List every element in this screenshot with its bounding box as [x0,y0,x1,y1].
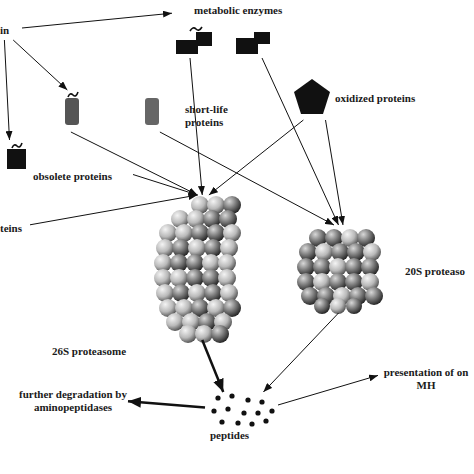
peptide-dot [263,418,268,423]
node-label: oxidized proteins [335,92,430,105]
short-life-icon [65,92,159,125]
text-box: obsolete proteins [33,170,133,183]
peptide-dot [259,399,264,404]
flow-arrow [4,40,9,140]
ubiquitin-tag [12,143,22,148]
outcome-node: presentation of on MH [378,364,474,402]
subunit-sphere [175,224,193,242]
protein-shape [145,98,159,125]
peptide-dot [219,419,224,424]
subunit-sphere [211,325,229,343]
subunit-sphere [195,325,213,343]
flow-arrow [22,13,172,28]
text-box: short-life proteins [185,103,245,129]
protein-shape [7,149,26,169]
node-label: metabolic enzymes [194,4,294,17]
text-box: 20S proteaso [405,265,474,278]
subunit-sphere [314,298,330,314]
enzyme-group: metabolic enzymes [172,2,292,58]
text-box: metabolic enzymes [194,4,294,17]
subunit-sphere [204,284,222,302]
proteasome-20s-drawing [297,229,383,314]
proteasome-26s-drawing [154,196,241,343]
ubiquitin-tag [68,92,78,97]
enzyme-shape [236,32,270,54]
node-label: further degradation by aminopeptidases [18,388,128,414]
flow-arrow [262,58,339,225]
peptide-dot [229,393,234,398]
subunit-sphere [188,284,206,302]
subunit-sphere [179,325,197,343]
flow-arrow [209,120,304,195]
node-label: peptides [210,429,272,442]
peptide-dot [245,397,250,402]
subunit-sphere [330,298,346,314]
flow-arrow [278,375,378,405]
ubiquitin-tag [190,27,202,31]
subunit-sphere [191,224,209,242]
node-label: short-life proteins [185,103,245,129]
subunit-sphere [207,224,225,242]
node-label: in [0,24,22,37]
protein-group: short-life proteins [62,90,240,132]
node-label: obsolete proteins [33,170,133,183]
peptide-dot [241,410,246,415]
obsolete-icon [7,143,26,169]
flow-arrow [30,195,198,225]
protein-shape [65,98,79,125]
proteasome-node: 20S proteaso [298,225,388,313]
text-box: teins [0,222,30,235]
node-label: teins [0,222,30,235]
text-box: presentation of on MH [378,366,474,392]
subunit-sphere [346,298,362,314]
node-label: 20S proteaso [405,265,474,278]
peptide-dot [249,421,254,426]
peptide-node: peptides [205,392,278,444]
text-box: oxidized proteins [335,92,430,105]
proteasome-node: 26S proteasome [150,195,245,340]
flow-arrow [263,313,338,392]
text-box: in [0,24,22,37]
oxidized-pentagon [294,79,330,114]
text-box: peptides [210,429,272,442]
flow-arrow [202,340,223,392]
ubiquitin-label: in [0,20,22,40]
subunit-sphere [156,284,174,302]
subunit-sphere [220,284,238,302]
subunit-sphere [365,287,383,305]
flow-arrow [71,132,198,195]
protein-group: oxidized proteins [293,78,423,120]
peptide-dot [255,410,260,415]
flow-arrow [133,175,198,196]
flow-arrow [13,40,67,90]
enzyme-icon [176,27,270,54]
protein-group: teins [0,220,30,236]
subunit-sphere [223,224,241,242]
enzyme-shape [176,32,212,54]
protein-group: obsolete proteins [3,140,133,186]
peptide-dots [211,393,274,426]
subunit-sphere [159,224,177,242]
node-label: 26S proteasome [52,345,136,358]
peptide-dot [225,406,230,411]
text-box: 26S proteasome [52,345,136,358]
subunit-sphere [172,284,190,302]
peptide-dot [215,395,220,400]
peptide-dot [269,408,274,413]
node-label: presentation of on MH [378,366,474,392]
text-box: further degradation by aminopeptidases [18,388,128,414]
peptide-dot [235,420,240,425]
outcome-node: further degradation by aminopeptidases [18,388,128,432]
peptide-dot [211,408,216,413]
flow-arrow [160,132,334,225]
flow-arrow [326,120,344,225]
flow-arrow [128,401,205,407]
